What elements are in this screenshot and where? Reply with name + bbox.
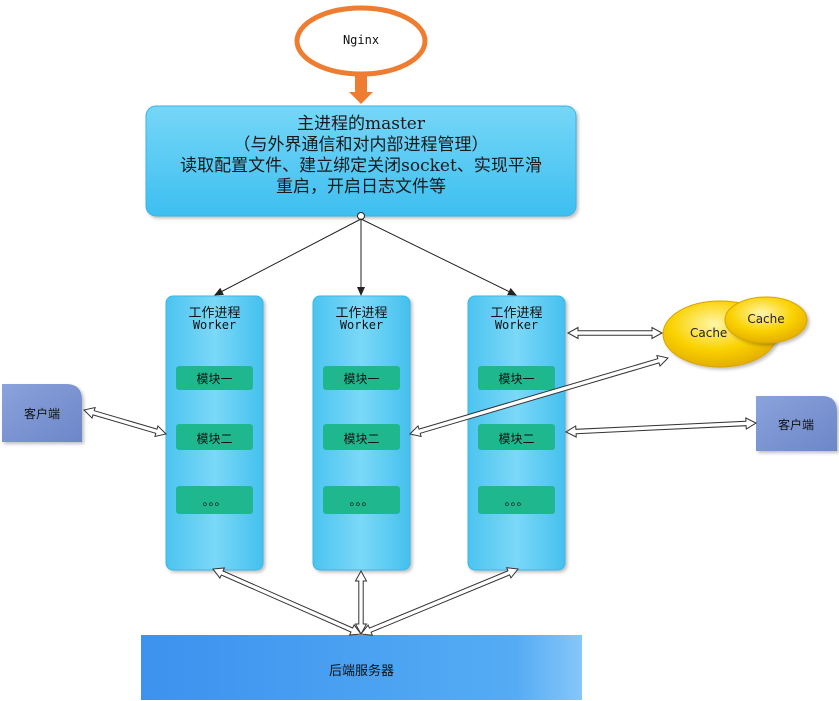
backend-worker2-arrow bbox=[354, 569, 368, 636]
module-1-1-label: 模块一 bbox=[196, 372, 233, 386]
module-2-3 bbox=[323, 486, 400, 514]
cache-back-label: Cache bbox=[690, 326, 728, 340]
client-right-shape bbox=[756, 396, 837, 451]
cache-node-front bbox=[724, 296, 808, 344]
client-right-label: 客户端 bbox=[777, 418, 814, 432]
module-3-3-label: 。。。 bbox=[504, 494, 529, 508]
module-2-3-label: 。。。 bbox=[349, 494, 374, 508]
master-line-1: 主进程的master bbox=[297, 114, 425, 134]
nginx-node bbox=[294, 5, 428, 77]
backend-worker3-arrow bbox=[360, 567, 519, 636]
worker3-client-right-arrow bbox=[564, 417, 758, 438]
worker-3-title: 工作进程 bbox=[490, 306, 543, 321]
master-line-3: 读取配置文件、建立绑定关闭socket、实现平滑 bbox=[180, 156, 542, 176]
module-3-2-label: 模块二 bbox=[498, 432, 535, 446]
worker-1-subtitle: Worker bbox=[192, 318, 237, 332]
worker-1-title: 工作进程 bbox=[188, 306, 241, 321]
module-3-1-label: 模块一 bbox=[498, 372, 535, 386]
worker3-cache-arrow bbox=[566, 326, 664, 340]
client-left-label: 客户端 bbox=[23, 407, 60, 421]
worker-3-subtitle: Worker bbox=[494, 318, 539, 332]
nginx-to-master-arrow bbox=[349, 76, 373, 104]
module-1-2 bbox=[176, 424, 253, 450]
master-to-worker1-arrow bbox=[214, 218, 362, 296]
module-2-1 bbox=[323, 366, 400, 390]
module-1-3 bbox=[176, 486, 253, 514]
module-3-2 bbox=[478, 424, 555, 450]
master-to-worker3-arrow bbox=[360, 218, 517, 296]
module-2-2-label: 模块二 bbox=[343, 432, 380, 446]
master-junction bbox=[357, 212, 365, 220]
connection-arrows bbox=[83, 326, 758, 636]
module-1-1 bbox=[176, 366, 253, 390]
cache-front-label: Cache bbox=[747, 312, 785, 326]
module-3-3 bbox=[478, 486, 555, 514]
client-left-shape bbox=[2, 384, 82, 442]
backend-server-box bbox=[141, 635, 582, 700]
master-text-block: 主进程的master （与外界通信和对内部进程管理） 读取配置文件、建立绑定关闭… bbox=[146, 114, 576, 198]
backend-server-label: 后端服务器 bbox=[328, 664, 394, 679]
module-2-1-label: 模块一 bbox=[343, 372, 380, 386]
module-1-3-label: 。。。 bbox=[202, 494, 227, 508]
module-2-2 bbox=[323, 424, 400, 450]
module-3-1 bbox=[478, 366, 555, 390]
nginx-label: Nginx bbox=[342, 33, 380, 47]
worker2-cache-arrow bbox=[409, 354, 669, 438]
module-1-2-label: 模块二 bbox=[196, 432, 233, 446]
client-left-worker1-arrow bbox=[83, 406, 167, 438]
master-line-4: 重启，开启日志文件等 bbox=[276, 177, 446, 197]
worker-2-subtitle: Worker bbox=[339, 318, 384, 332]
master-line-2: （与外界通信和对内部进程管理） bbox=[233, 135, 489, 155]
backend-worker1-arrow bbox=[212, 567, 362, 636]
worker-2-title: 工作进程 bbox=[335, 306, 388, 321]
